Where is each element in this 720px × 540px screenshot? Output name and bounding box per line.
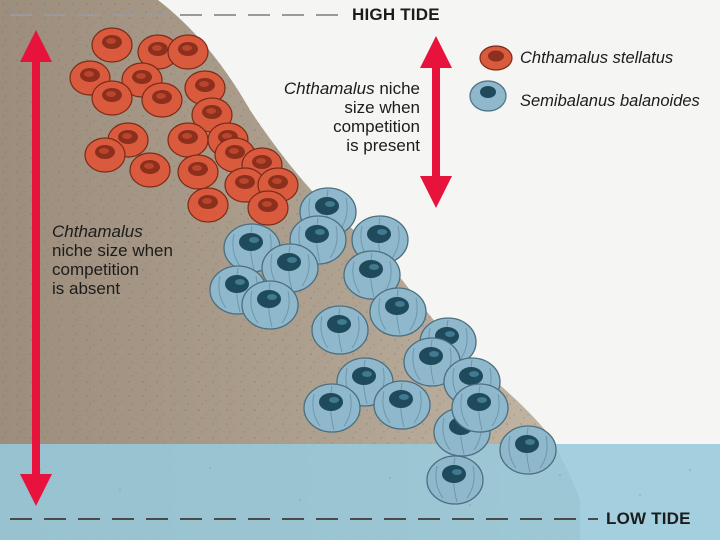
label-text: competition (52, 260, 139, 279)
semibalanus-barnacle (451, 383, 509, 433)
low-tide-label: LOW TIDE (606, 509, 691, 528)
chthamalus-barnacle (129, 152, 171, 188)
chthamalus-barnacle (84, 137, 126, 173)
chthamalus-barnacle (224, 167, 266, 203)
label-text: size when (344, 98, 420, 117)
genus-name: Chthamalus (283, 79, 375, 98)
legend-semibalanus-label: Semibalanus balanoides (520, 92, 700, 110)
semibalanus-barnacle (261, 243, 319, 293)
niche-competition-absent-label: Chthamalus niche size when competition i… (52, 222, 222, 298)
chthamalus-barnacle (167, 34, 209, 70)
semibalanus-barnacle (369, 287, 427, 337)
orange-barnacle-icon (479, 45, 513, 71)
semibalanus-barnacle (343, 250, 401, 300)
label-text: niche (374, 79, 420, 98)
chthamalus-barnacle (141, 82, 183, 118)
genus-name: Chthamalus (52, 222, 143, 241)
label-text: is present (346, 136, 420, 155)
chthamalus-barnacle (187, 187, 229, 223)
label-text: is absent (52, 279, 121, 298)
niche-competition-present-label: Chthamalus niche size when competition i… (262, 79, 420, 155)
semibalanus-barnacles (209, 187, 557, 505)
legend-chthamalus-label: Chthamalus stellatus (520, 49, 674, 67)
chthamalus-barnacle (91, 27, 133, 63)
semibalanus-barnacle (241, 280, 299, 330)
chthamalus-barnacle (184, 70, 226, 106)
semibalanus-barnacle (373, 380, 431, 430)
semibalanus-barnacle (499, 425, 557, 475)
sea-water (0, 444, 720, 540)
semibalanus-barnacle (426, 455, 484, 505)
label-text: competition (333, 117, 420, 136)
semibalanus-barnacle (303, 383, 361, 433)
label-text: niche size when (52, 241, 173, 260)
chthamalus-barnacle (247, 190, 289, 226)
niche-absent-arrow (20, 30, 52, 506)
semibalanus-barnacle (311, 305, 369, 355)
niche-present-arrow (420, 36, 452, 208)
chthamalus-barnacle (177, 154, 219, 190)
chthamalus-barnacle (167, 122, 209, 158)
chthamalus-barnacle (91, 80, 133, 116)
blue-barnacle-icon (469, 80, 507, 112)
high-tide-label: HIGH TIDE (352, 5, 440, 24)
chthamalus-barnacles (69, 27, 299, 226)
